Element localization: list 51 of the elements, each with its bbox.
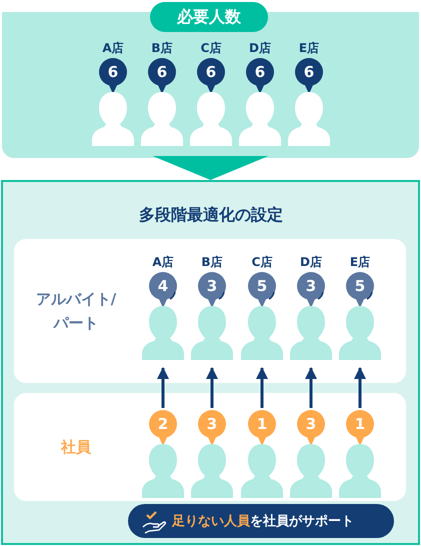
support-banner (128, 504, 394, 538)
staff-figure (287, 410, 335, 498)
count-badge: 6 (295, 58, 323, 94)
count-badge: 5 (248, 272, 276, 308)
support-note: 足りない人員を社員がサポート (172, 513, 354, 531)
count-badge: 3 (198, 410, 226, 446)
count-badge: 1 (248, 410, 276, 446)
store-label: D店 (299, 254, 323, 270)
store-label: A店 (151, 254, 175, 270)
staff-figure (238, 410, 286, 498)
store-label: C店 (250, 254, 274, 270)
arrow (157, 367, 169, 408)
row-label: 社員 (60, 437, 92, 458)
count-badge: 6 (99, 58, 127, 94)
arrow (354, 367, 366, 408)
section-title: 多段階最適化の設定 (138, 204, 284, 226)
store-label: E店 (348, 254, 372, 270)
count-badge: 6 (246, 58, 274, 94)
heading-badge: 必要人数 (150, 2, 268, 32)
staff-figure (89, 40, 137, 146)
staff-figure (139, 410, 187, 498)
count-badge: 5 (346, 272, 374, 308)
count-badge: 6 (197, 58, 225, 94)
store-label: B店 (150, 40, 174, 56)
store-label: E店 (298, 40, 320, 56)
store-label: D店 (248, 40, 272, 56)
arrow (305, 367, 317, 408)
staff-figure (187, 40, 235, 146)
store-label: B店 (200, 254, 224, 270)
staff-figure (285, 40, 333, 146)
count-badge: 6 (148, 58, 176, 94)
store-label: C店 (200, 40, 222, 56)
settings-panel (1, 180, 420, 545)
row-label: アルバイト/パート (34, 289, 118, 334)
staff-figure (138, 40, 186, 146)
count-badge: 3 (297, 272, 325, 308)
store-label: A店 (101, 40, 125, 56)
staff-figure (188, 410, 236, 498)
staff-figure (236, 40, 284, 146)
count-badge: 3 (297, 410, 325, 446)
count-badge: 2 (149, 410, 177, 446)
required-staff-panel (2, 2, 419, 158)
chevron-arrow (152, 156, 268, 180)
count-badge: 1 (346, 410, 374, 446)
staff-row-panel (14, 393, 406, 501)
staff-row-panel (14, 239, 406, 383)
arrow (206, 367, 218, 408)
count-badge: 4 (149, 272, 177, 308)
count-badge: 3 (198, 272, 226, 308)
arrow (256, 367, 268, 408)
staff-figure (336, 410, 384, 498)
